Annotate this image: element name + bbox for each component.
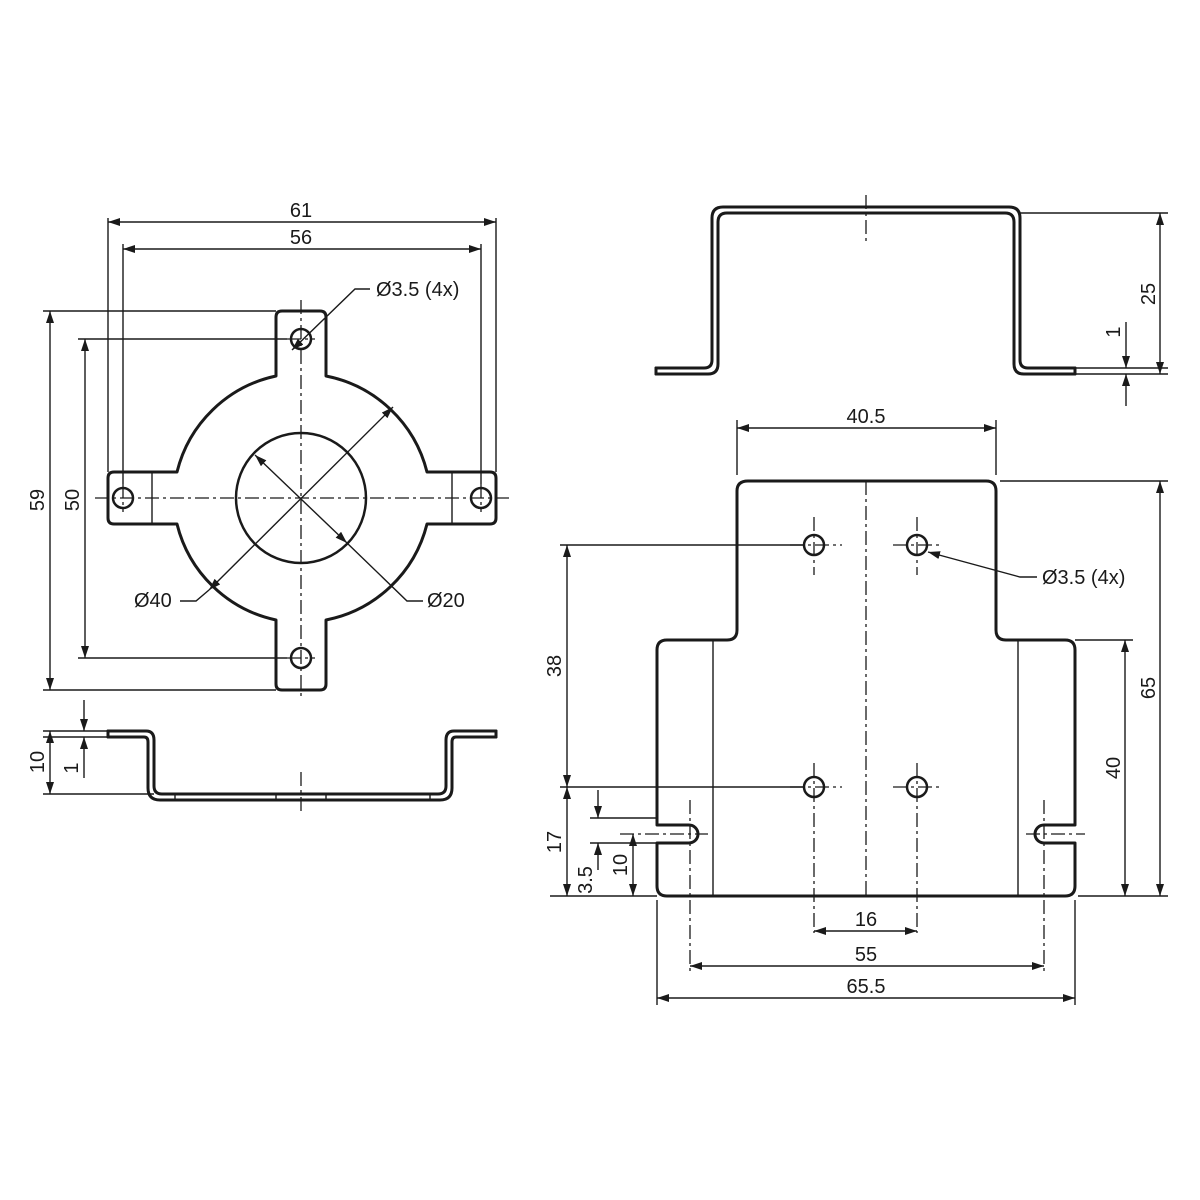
dim-label-61: 61 <box>290 200 312 222</box>
dim-label-front-1: 1 <box>1103 326 1125 337</box>
dim-label-40-5: 40.5 <box>847 406 886 428</box>
dim-label-50: 50 <box>62 489 84 511</box>
dim-label-17: 17 <box>544 831 566 853</box>
dim-label-65-5: 65.5 <box>847 976 886 998</box>
dim-line-dia20 <box>254 454 348 544</box>
side-view: 10 1 <box>27 700 498 812</box>
dim-label-dia40: Ø40 <box>134 590 172 612</box>
top-view: 61 56 59 50 Ø3.5 (4x) Ø40 Ø20 <box>27 200 510 700</box>
hole-callout-leader <box>291 288 370 351</box>
dim-label-25: 25 <box>1138 283 1160 305</box>
dim-label-38: 38 <box>544 655 566 677</box>
dim-label-16: 16 <box>855 909 877 931</box>
dim-label-side-1: 1 <box>61 762 83 773</box>
dia20-leader <box>346 542 423 602</box>
plate-view: 40.5 Ø3.5 (4x) 65 40 38 17 3.5 10 16 55 … <box>544 406 1168 1005</box>
dim-label-plate-10: 10 <box>610 854 632 876</box>
dia40-leader <box>180 589 210 602</box>
dim-label-dia20: Ø20 <box>427 590 465 612</box>
dim-label-59: 59 <box>27 489 49 511</box>
plate-hole-callout-label: Ø3.5 (4x) <box>1042 567 1125 589</box>
dim-label-65: 65 <box>1138 677 1160 699</box>
side-profile-inner <box>106 735 498 802</box>
dim-label-55: 55 <box>855 944 877 966</box>
plate-hole-callout-leader <box>927 551 1037 578</box>
dim-label-side-10: 10 <box>27 751 49 773</box>
dim-label-56: 56 <box>290 227 312 249</box>
side-profile-outer <box>106 729 498 796</box>
front-profile-inner <box>654 211 1077 376</box>
dim-label-40: 40 <box>1103 757 1125 779</box>
dim-label-3-5: 3.5 <box>575 866 597 894</box>
hole-callout-label: Ø3.5 (4x) <box>376 279 459 301</box>
front-view: 25 1 <box>654 195 1168 406</box>
